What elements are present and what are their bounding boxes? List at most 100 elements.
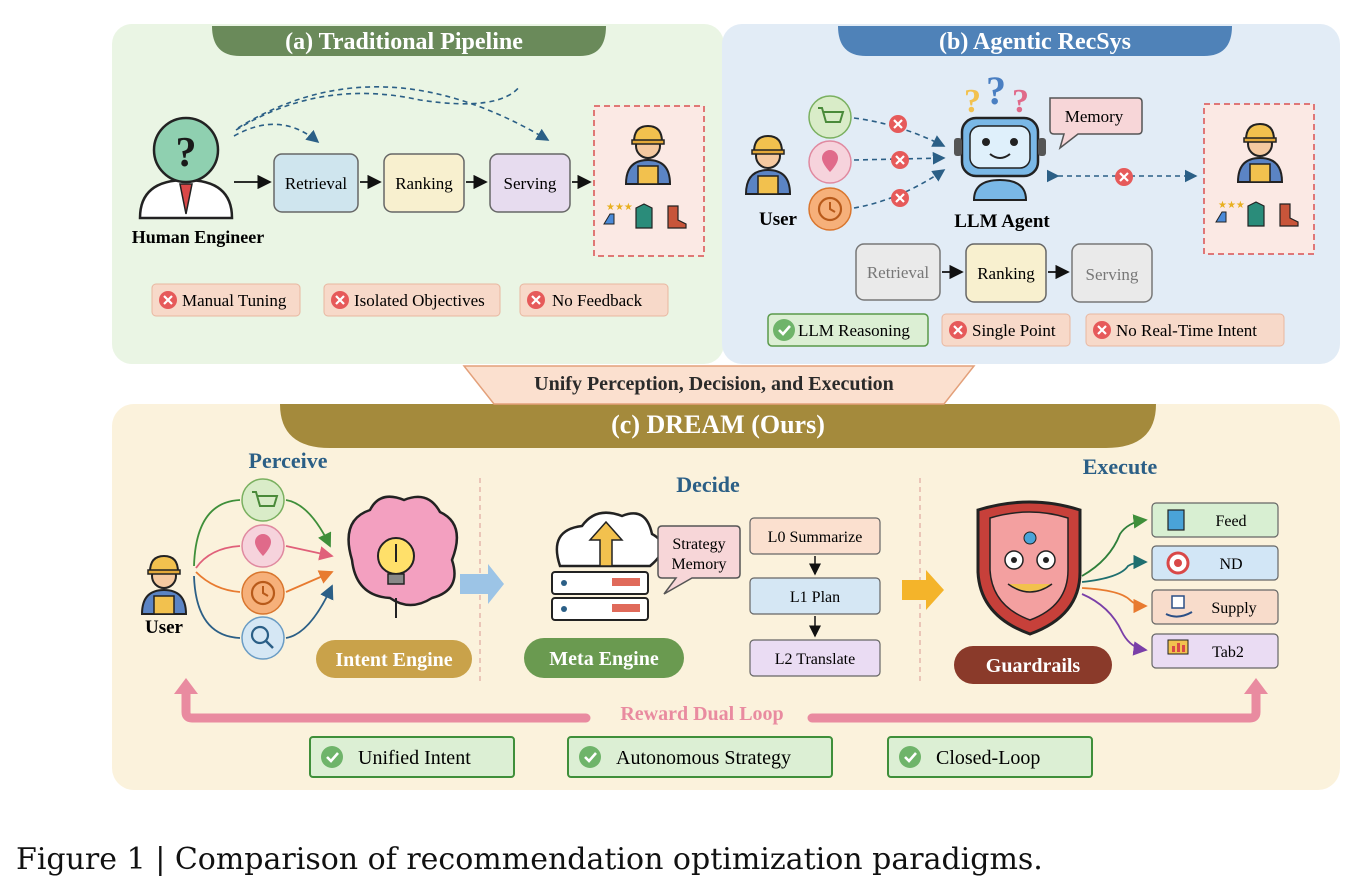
issue-manual-tuning: Manual Tuning	[151, 283, 301, 317]
benefit-autonomous-strategy: Autonomous Strategy	[567, 736, 833, 778]
svg-text:?: ?	[1012, 83, 1029, 120]
reward-dual-loop: Reward Dual Loop	[174, 678, 1268, 725]
output-nd-label: ND	[1219, 556, 1242, 573]
execute-heading: Execute	[1083, 454, 1158, 479]
output-nd: ND	[1151, 545, 1279, 581]
svg-text:?: ?	[964, 83, 981, 120]
level-l0: L0 Summarize	[749, 517, 881, 555]
arrow-to-supply	[1081, 587, 1148, 614]
panel-b: (b) Agentic RecSys User ? ? ?	[722, 24, 1340, 364]
llm-agent-robot-icon: ? ? ?	[954, 68, 1046, 201]
intent-engine-pill: Intent Engine	[316, 640, 472, 678]
hand-box-icon	[1165, 595, 1193, 618]
stage-ranking-b: Ranking	[965, 243, 1047, 303]
search-icon-c	[241, 616, 285, 660]
unify-banner-label: Unify Perception, Decision, and Executio…	[534, 373, 894, 395]
panel-b-title-tab	[838, 26, 1232, 56]
strategy-memory-line2: Memory	[671, 556, 726, 573]
perceive-heading: Perceive	[249, 448, 328, 473]
strategy-memory-line1: Strategy	[672, 536, 725, 553]
human-engineer-label: Human Engineer	[132, 227, 265, 247]
check-icon	[771, 317, 797, 343]
level-l0-label: L0 Summarize	[768, 529, 863, 546]
unify-banner: Unify Perception, Decision, and Executio…	[462, 365, 976, 405]
presentation-icon	[1167, 639, 1189, 655]
x-icon	[1091, 319, 1113, 341]
check-icon	[577, 744, 603, 770]
human-engineer-icon: ?	[138, 116, 234, 220]
stage-retrieval-a: Retrieval	[273, 153, 359, 213]
panel-c-title: (c) DREAM (Ours)	[611, 410, 825, 439]
panel-a-title: (a) Traditional Pipeline	[285, 29, 523, 55]
line-user-search	[193, 575, 241, 639]
panel-c-title-tab	[280, 404, 1156, 448]
svg-text:?: ?	[176, 130, 197, 176]
benefit-unified-intent-label: Unified Intent	[358, 747, 471, 769]
svg-text:?: ?	[986, 68, 1006, 113]
stage-serving-b-label: Serving	[1086, 265, 1139, 284]
stage-ranking-a-label: Ranking	[395, 174, 453, 193]
x-icon	[889, 187, 911, 209]
stage-ranking-a: Ranking	[383, 153, 465, 213]
cart-icon	[808, 95, 852, 139]
memory-bubble: Memory	[1049, 97, 1143, 151]
issue-no-feedback-label: No Feedback	[552, 291, 643, 310]
level-l2-label: L2 Translate	[775, 651, 855, 668]
issue-isolated-objectives: Isolated Objectives	[323, 283, 501, 317]
guardrails-shield-icon	[976, 500, 1082, 636]
stage-retrieval-b-label: Retrieval	[867, 263, 930, 282]
x-icon	[525, 289, 547, 311]
location-icon-c	[241, 524, 285, 568]
stage-serving-a-label: Serving	[504, 174, 557, 193]
arrow-search-brain	[285, 584, 334, 639]
intent-engine-label: Intent Engine	[335, 649, 452, 671]
output-feed: Feed	[1151, 502, 1279, 538]
decide-heading: Decide	[676, 472, 740, 497]
level-l1: L1 Plan	[749, 577, 881, 615]
pro-llm-reasoning-label: LLM Reasoning	[798, 321, 910, 340]
x-icon	[157, 289, 179, 311]
guardrails-pill: Guardrails	[954, 646, 1112, 684]
cart-icon-c	[241, 478, 285, 522]
clock-icon-c	[241, 571, 285, 615]
panel-b-title: (b) Agentic RecSys	[939, 29, 1131, 55]
dashed-arrow-to-retrieval	[233, 123, 320, 144]
arrow-clock-brain	[285, 570, 334, 593]
output-tab2: Tab2	[1151, 633, 1279, 669]
guardrails-label: Guardrails	[986, 655, 1081, 677]
x-icon	[889, 149, 911, 171]
output-feed-label: Feed	[1215, 513, 1246, 530]
target-icon	[1166, 551, 1190, 575]
benefit-autonomous-strategy-label: Autonomous Strategy	[616, 747, 791, 769]
line-user-location	[195, 545, 241, 569]
panel-c-content: Perceive Decide Execute User	[141, 448, 1279, 778]
stage-serving-a: Serving	[489, 153, 571, 213]
stage-retrieval-b: Retrieval	[855, 243, 941, 301]
check-icon	[319, 744, 345, 770]
stage-retrieval-a-label: Retrieval	[285, 174, 348, 193]
brain-lightbulb-icon	[347, 495, 459, 618]
x-icon	[947, 319, 969, 341]
output-supply: Supply	[1151, 589, 1279, 625]
issue-isolated-objectives-label: Isolated Objectives	[354, 291, 485, 310]
book-icon	[1167, 509, 1185, 531]
meta-engine-label: Meta Engine	[549, 648, 659, 670]
output-tab2-label: Tab2	[1212, 644, 1244, 661]
strategy-memory-bubble: Strategy Memory	[657, 525, 741, 595]
reward-dual-loop-label: Reward Dual Loop	[620, 703, 783, 725]
x-icon	[1113, 166, 1135, 188]
benefit-closed-loop: Closed-Loop	[887, 736, 1093, 778]
benefit-closed-loop-label: Closed-Loop	[936, 747, 1040, 769]
issue-no-real-time-intent: No Real-Time Intent	[1085, 313, 1285, 347]
location-icon	[808, 140, 852, 184]
arrow-intent-to-meta	[460, 564, 504, 604]
dashed-arrow-to-serving	[237, 86, 550, 141]
panel-a-title-tab	[212, 26, 606, 56]
panel-a-output-box	[593, 105, 705, 257]
figure-caption: Figure 1 | Comparison of recommendation …	[16, 842, 1043, 877]
x-icon	[887, 113, 909, 135]
arrow-to-feed	[1081, 514, 1148, 577]
arrow-to-nd	[1081, 554, 1148, 583]
arrow-cart-brain	[285, 499, 332, 548]
arrow-meta-to-guardrails	[902, 570, 944, 610]
